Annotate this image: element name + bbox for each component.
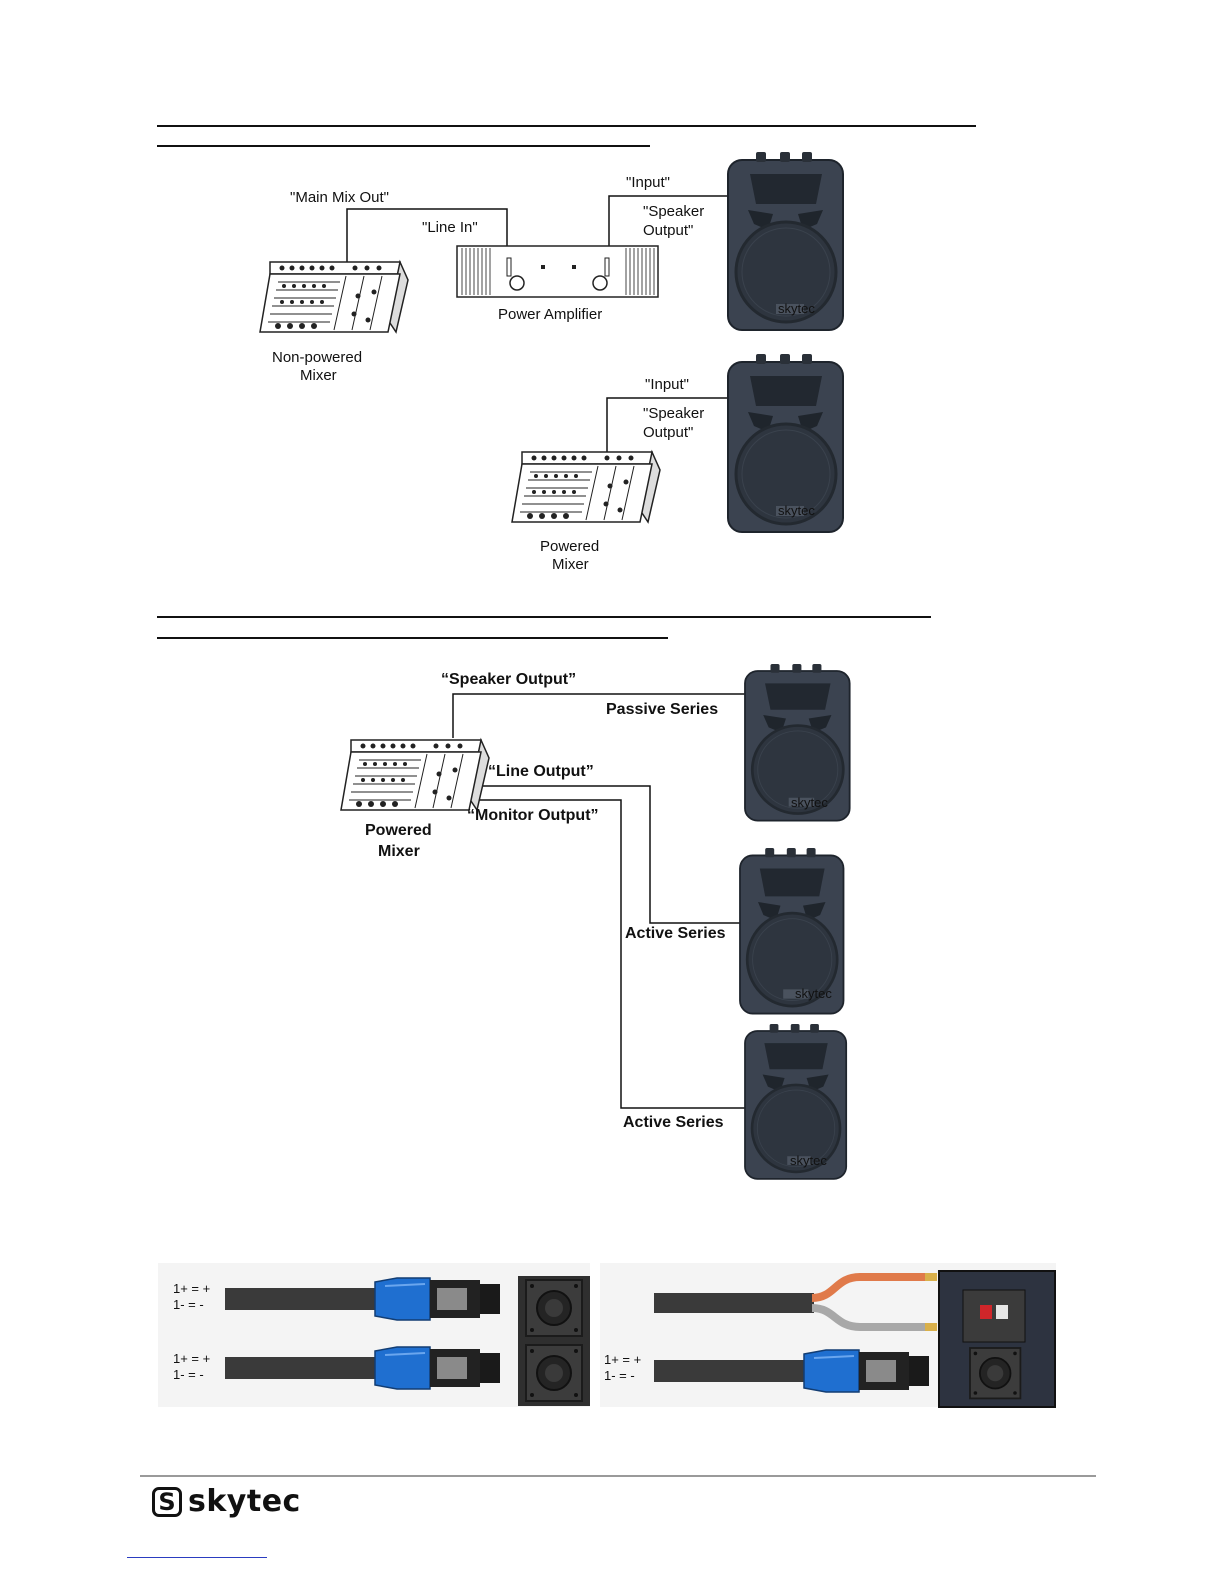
- speakon-socket-3: [969, 1347, 1022, 1400]
- label-powered-mixer-3: Mixer: [378, 843, 420, 860]
- section-rule-2: [157, 616, 931, 639]
- red-wire-icon: [811, 1273, 925, 1302]
- cable-diagram2: [606, 397, 728, 452]
- grey-wire-icon: [811, 1304, 925, 1331]
- label-wire-minus-1: 1- = -: [173, 1297, 204, 1312]
- diagram-powered-mixer-setup: skytec "Input" "Speaker Output" Powered …: [511, 352, 845, 573]
- label-speaker-output-2: Output": [643, 222, 693, 239]
- label-active-series-2: Active Series: [623, 1114, 724, 1131]
- speaker-active-series-1: skytec: [738, 846, 845, 1015]
- label-speaker-output-1: "Speaker: [643, 203, 704, 220]
- label-wire-minus-2: 1- = -: [173, 1367, 204, 1382]
- label-non-powered-mixer: Mixer: [300, 367, 337, 384]
- speaker-illustration-1: skytec: [726, 150, 845, 332]
- label-speaker-output-2a: "Speaker: [643, 405, 704, 422]
- label-powered-mixer: Mixer: [552, 556, 589, 573]
- skytec-logo: S skytec: [152, 1484, 301, 1519]
- label-speaker-output-2b: Output": [643, 424, 693, 441]
- speakon-socket-2: [525, 1344, 583, 1402]
- label-line-in: "Line In": [422, 219, 478, 236]
- label-input-2: "Input": [645, 376, 689, 393]
- label-main-mix-out: "Main Mix Out": [290, 189, 389, 206]
- powered-mixer-illustration: [511, 451, 661, 523]
- nonpowered-mixer-illustration: [259, 261, 409, 333]
- cables-diagram3: [452, 693, 745, 1109]
- footer-link-underline[interactable]: [127, 1557, 267, 1558]
- label-power-amplifier: Power Amplifier: [498, 306, 602, 323]
- label-monitor-output: “Monitor Output”: [467, 807, 599, 824]
- wiring-photo-right: 1+ = + 1- = -: [600, 1263, 1056, 1408]
- label-wire-plus-2: 1+ = +: [173, 1351, 210, 1366]
- diagram-series-setup: skytec skytec skytec “Speaker Output” Pa…: [340, 662, 852, 1181]
- cables-diagram1: [346, 195, 728, 262]
- label-wire-minus-3: 1- = -: [604, 1368, 635, 1383]
- label-non-powered: Non-powered: [272, 349, 362, 366]
- label-line-output: “Line Output”: [488, 763, 594, 780]
- speaker-active-series-2: skytec: [743, 1022, 848, 1181]
- power-amplifier-illustration: [456, 245, 659, 298]
- skytec-logo-text: skytec: [188, 1484, 301, 1519]
- section-rule-1: [157, 125, 976, 147]
- label-wire-plus-1: 1+ = +: [173, 1281, 210, 1296]
- diagram-nonpowered-mixer-setup: skytec "Main Mix Out" "Line In" "Input" …: [259, 150, 845, 384]
- speaker-passive-series: skytec: [743, 662, 852, 823]
- footer-divider: [140, 1475, 1096, 1477]
- speakon-socket-1: [525, 1279, 583, 1337]
- speaker-badge: skytec: [791, 795, 828, 810]
- bare-wire-cable: [654, 1293, 814, 1313]
- speaker-badge: skytec: [778, 301, 815, 316]
- label-powered-3: Powered: [365, 822, 432, 839]
- label-wire-plus-3: 1+ = +: [604, 1352, 641, 1367]
- speaker-badge: skytec: [795, 986, 832, 1001]
- label-speaker-output-3: “Speaker Output”: [441, 671, 576, 688]
- wiring-photo-left: 1+ = + 1- = - 1+ = + 1- = -: [158, 1263, 590, 1407]
- powered-mixer-illustration-3: [340, 739, 490, 811]
- speaker-illustration-2: skytec: [726, 352, 845, 534]
- label-input: "Input": [626, 174, 670, 191]
- skytec-logo-icon: S: [152, 1486, 182, 1517]
- label-active-series-1: Active Series: [625, 925, 726, 942]
- label-powered: Powered: [540, 538, 599, 555]
- speaker-badge: skytec: [778, 503, 815, 518]
- speaker-badge: skytec: [790, 1153, 827, 1168]
- label-passive-series: Passive Series: [606, 701, 718, 718]
